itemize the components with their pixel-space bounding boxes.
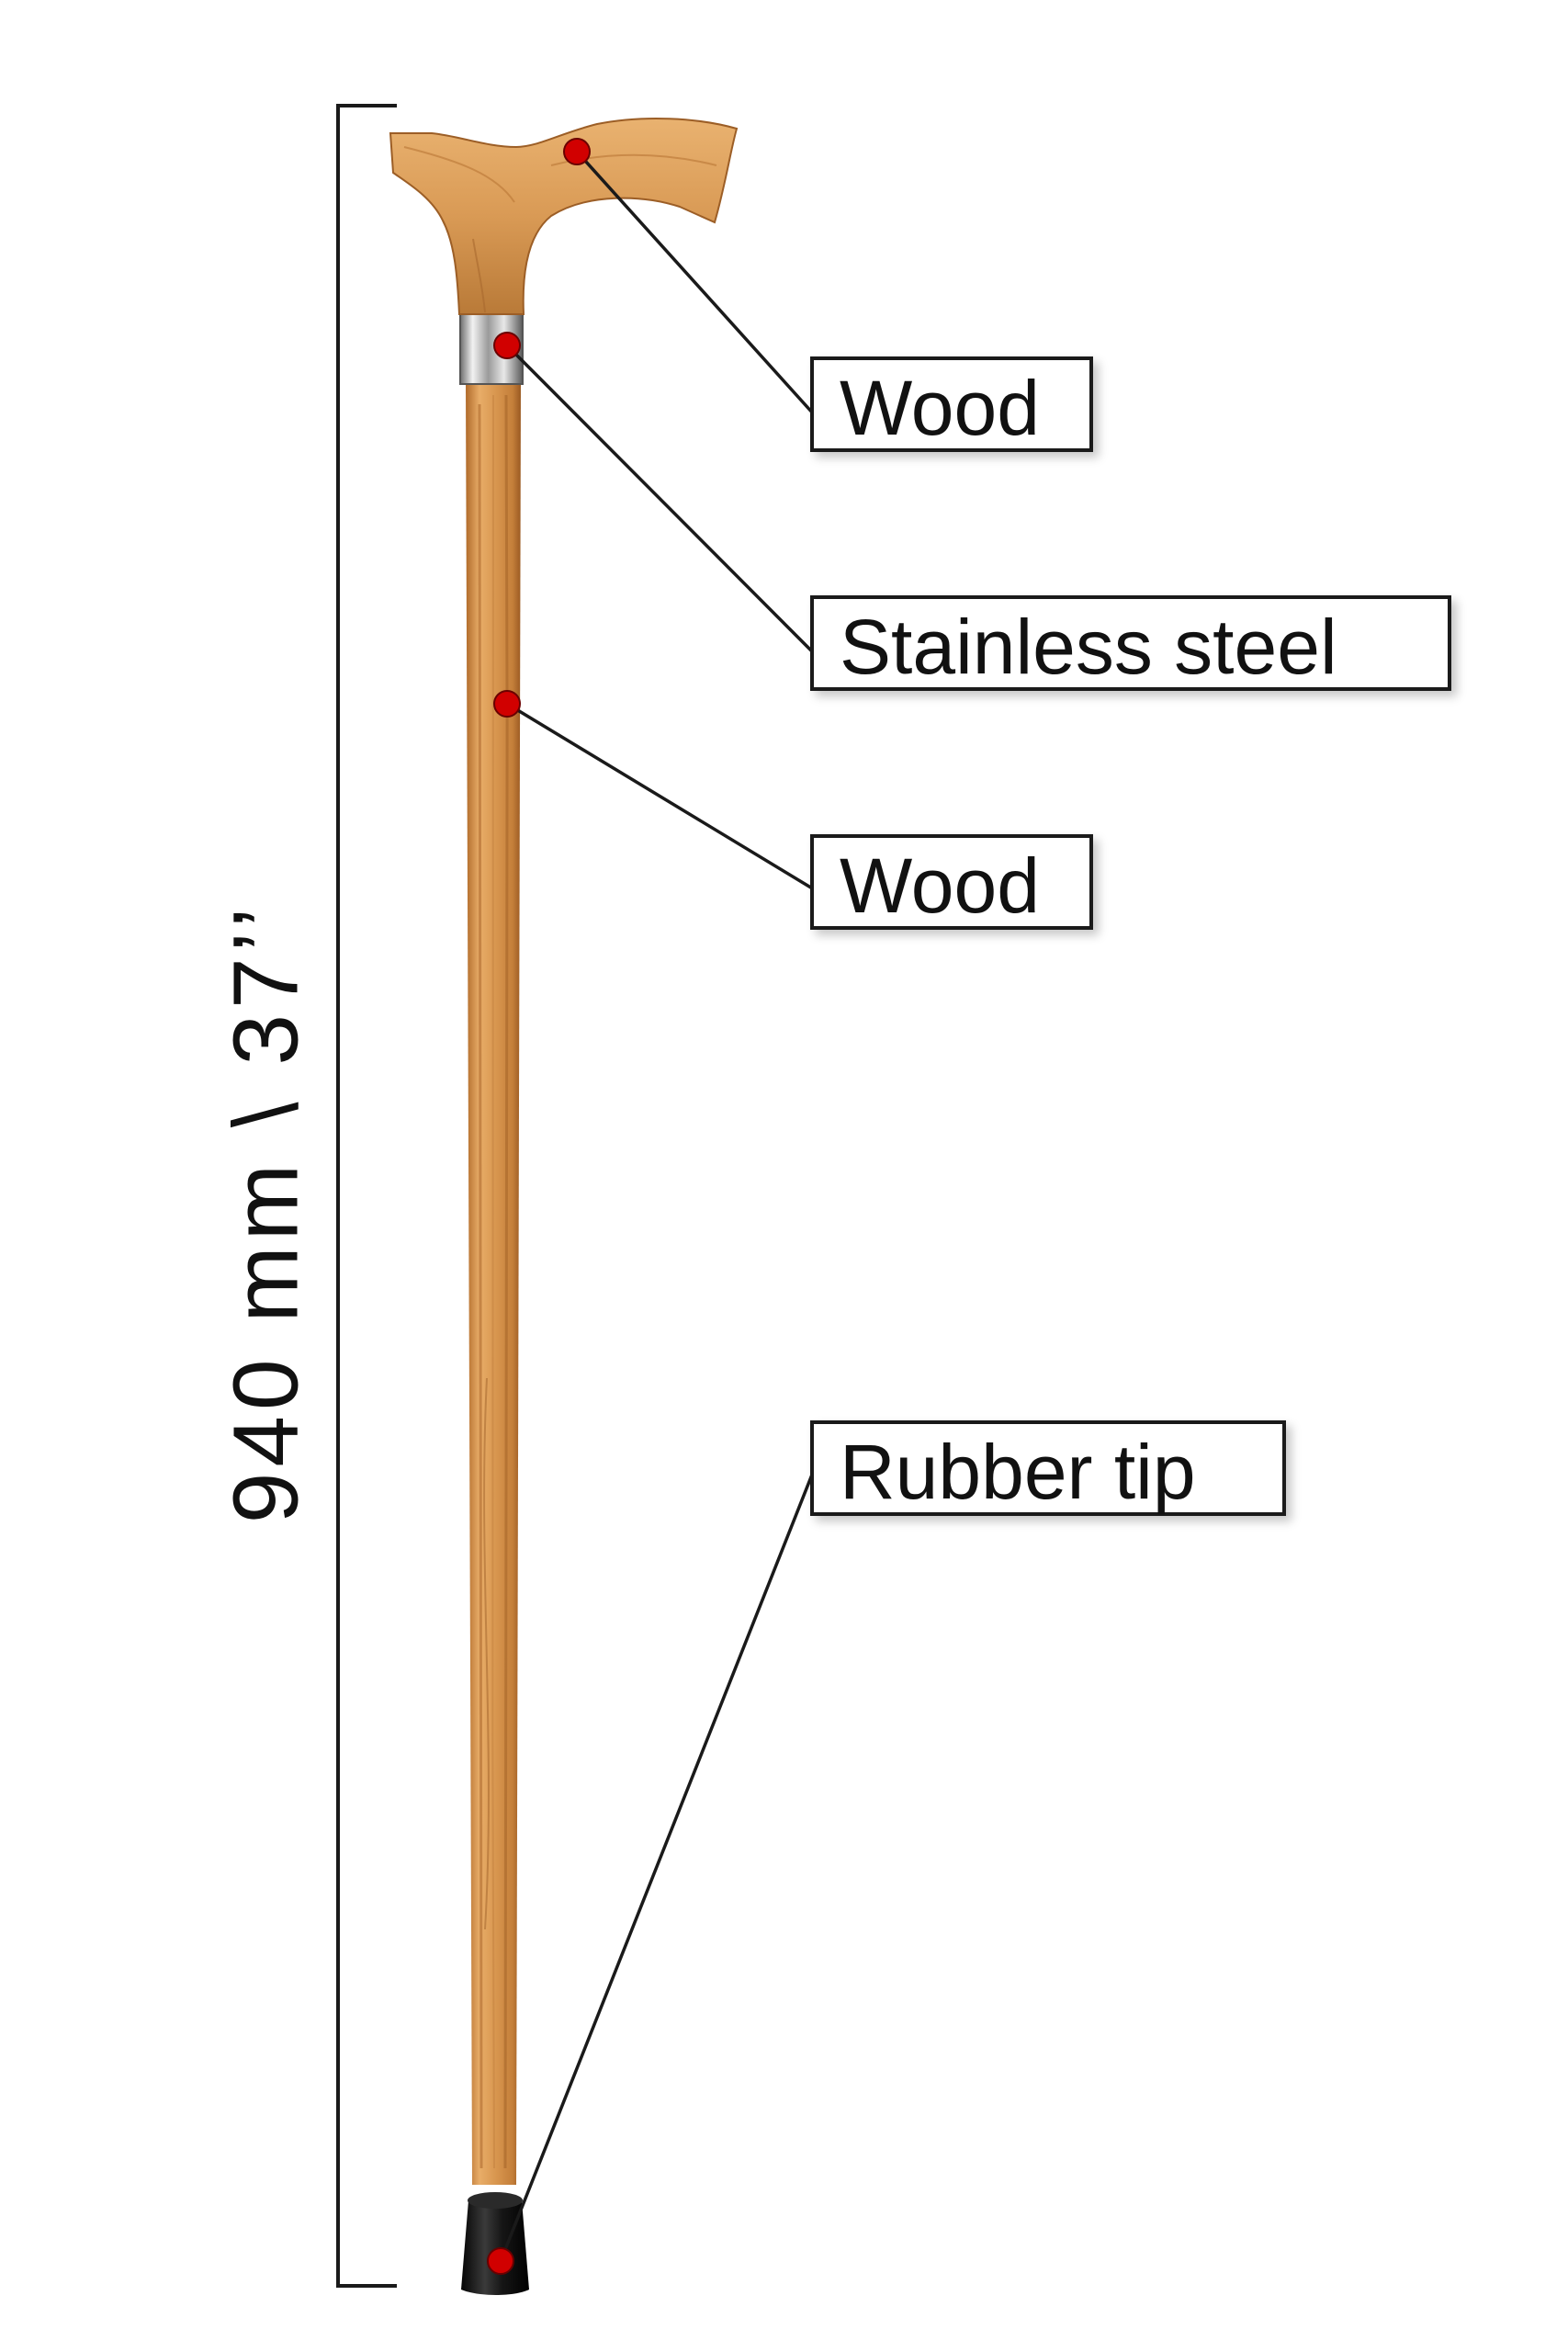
dimension-bracket [336, 104, 397, 2288]
cane-handle [389, 118, 739, 315]
label-wood-shaft: Wood [810, 834, 1093, 930]
cane-shaft [466, 381, 521, 2185]
label-wood-handle: Wood [810, 356, 1093, 452]
label-rubber-tip: Rubber tip [810, 1420, 1286, 1516]
marker-stainless-steel [493, 332, 521, 359]
marker-rubber-tip [487, 2247, 514, 2275]
label-stainless-steel: Stainless steel [810, 595, 1451, 691]
rubber-tip [461, 2192, 529, 2295]
callout-markers [487, 138, 591, 2275]
leader-lines [499, 150, 816, 2262]
marker-wood-handle [563, 138, 591, 165]
dimension-label: 940 mm \ 37’’ [214, 901, 318, 1524]
marker-wood-shaft [493, 690, 521, 718]
